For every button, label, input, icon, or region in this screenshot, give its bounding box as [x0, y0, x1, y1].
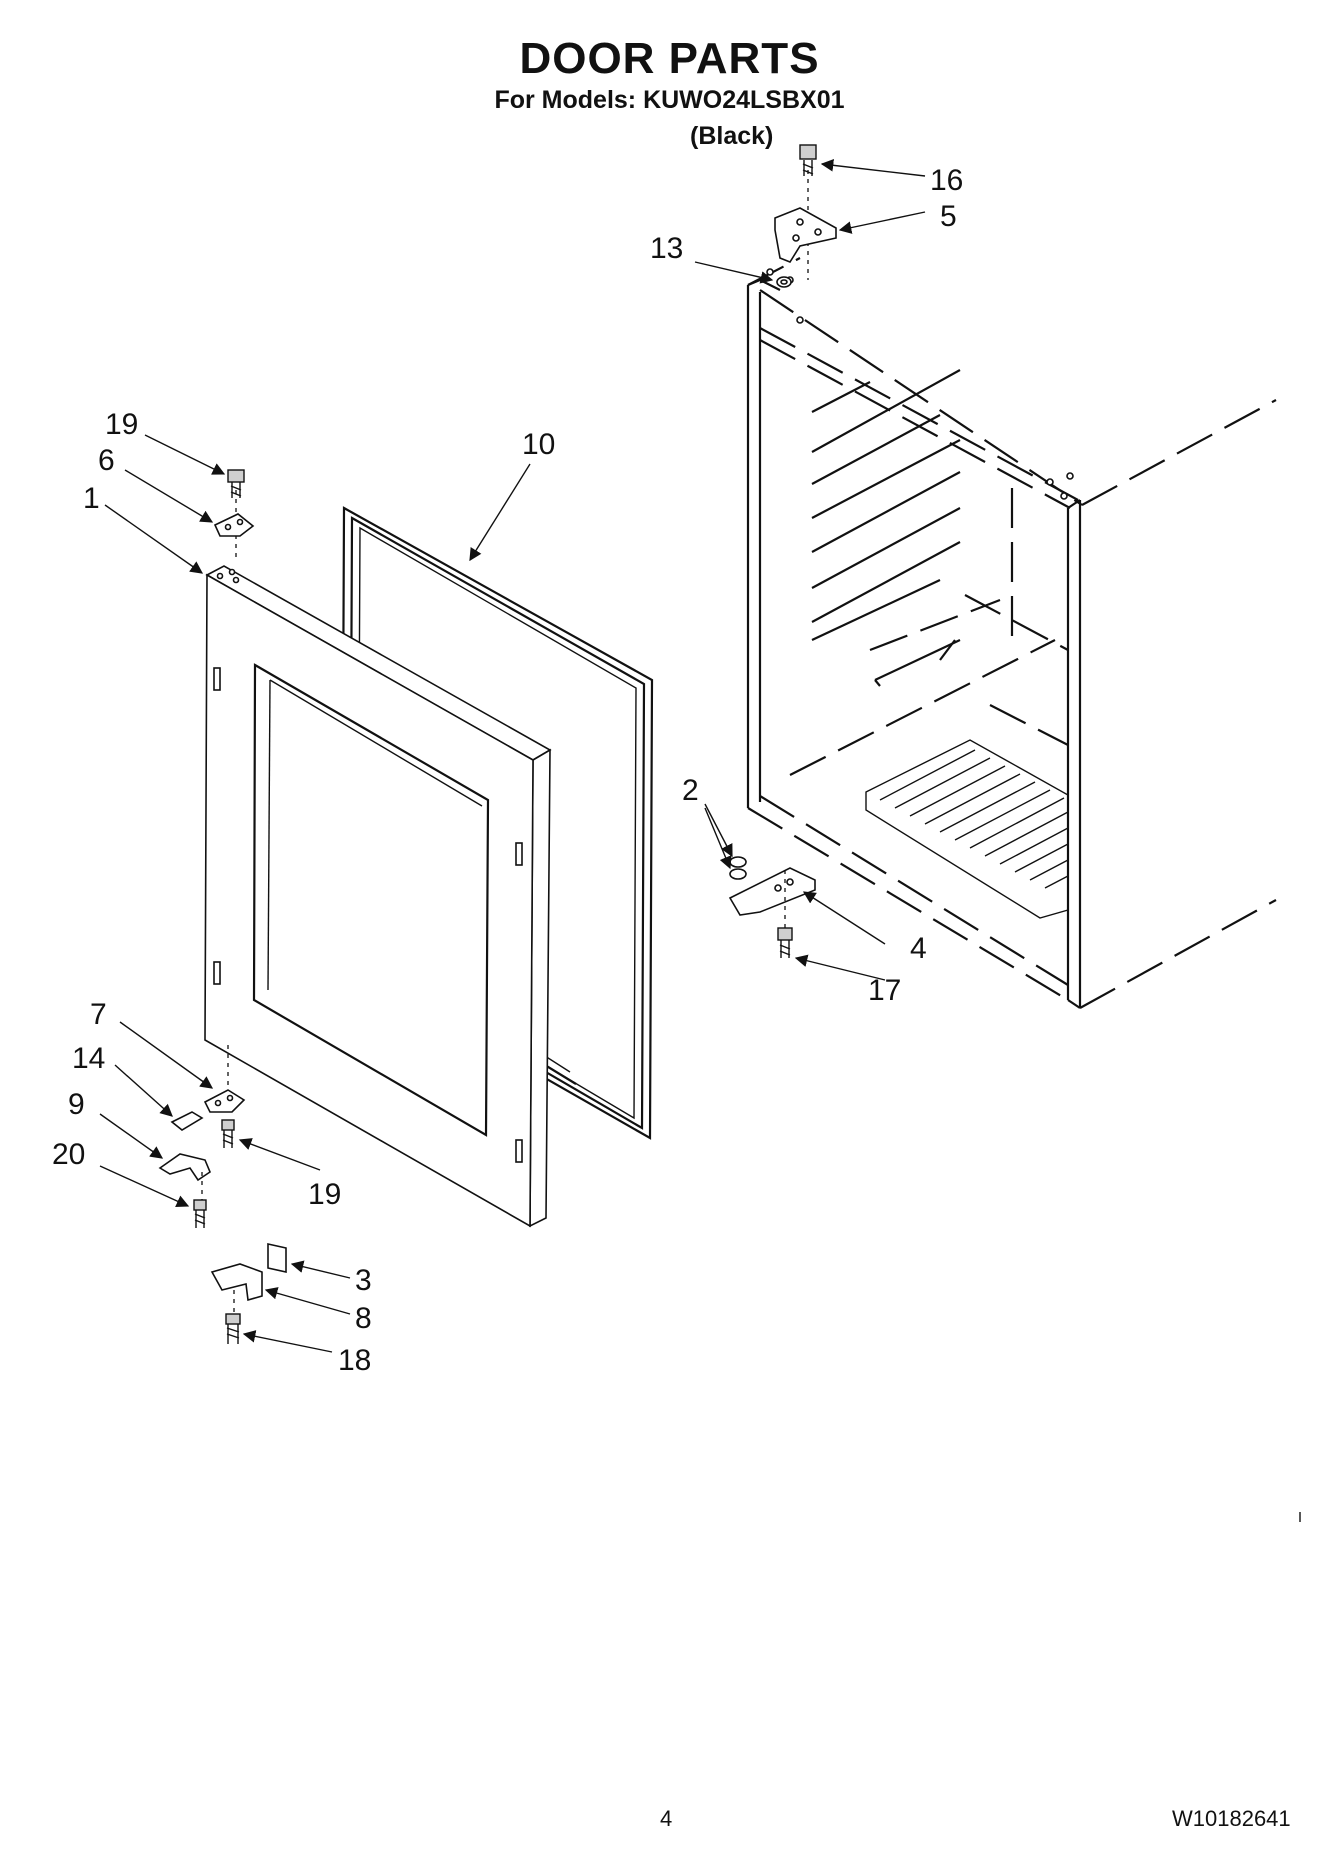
door-frame	[204, 565, 552, 1228]
callout-20: 20	[52, 1138, 85, 1171]
model-subtitle: For Models: KUWO24LSBX01	[494, 86, 845, 114]
callout-8: 8	[355, 1302, 372, 1335]
callout-18: 18	[338, 1344, 371, 1377]
top-hinge-assembly	[774, 144, 837, 288]
diagram-title: DOOR PARTS	[519, 34, 820, 83]
callout-10: 10	[522, 428, 555, 461]
callout-1: 1	[83, 482, 100, 515]
page-number: 4	[660, 1806, 673, 1831]
callout-2: 2	[682, 774, 699, 807]
callout-labels: 16 5 13 19 6 1 10 2 4 17 7 14 9 20 19 3 …	[52, 164, 963, 1377]
document-number: W10182641	[1172, 1806, 1291, 1831]
callout-17: 17	[868, 974, 901, 1007]
callout-3: 3	[355, 1264, 372, 1297]
callout-7: 7	[90, 998, 107, 1031]
callout-19: 19	[105, 408, 138, 441]
cabinet	[746, 257, 1277, 1009]
callout-13: 13	[650, 232, 683, 265]
callout-9: 9	[68, 1088, 85, 1121]
callout-14: 14	[72, 1042, 105, 1075]
callout-6: 6	[98, 444, 115, 477]
bottom-hinge-assembly	[728, 856, 816, 958]
callout-16: 16	[930, 164, 963, 197]
door-bottom-hinge	[158, 1045, 287, 1344]
leader-lines	[99, 159, 926, 1353]
callout-19b: 19	[308, 1178, 341, 1211]
color-variant: (Black)	[690, 122, 774, 150]
callout-4: 4	[910, 932, 927, 965]
callout-5: 5	[940, 200, 957, 233]
door-top-hinge	[213, 469, 255, 560]
